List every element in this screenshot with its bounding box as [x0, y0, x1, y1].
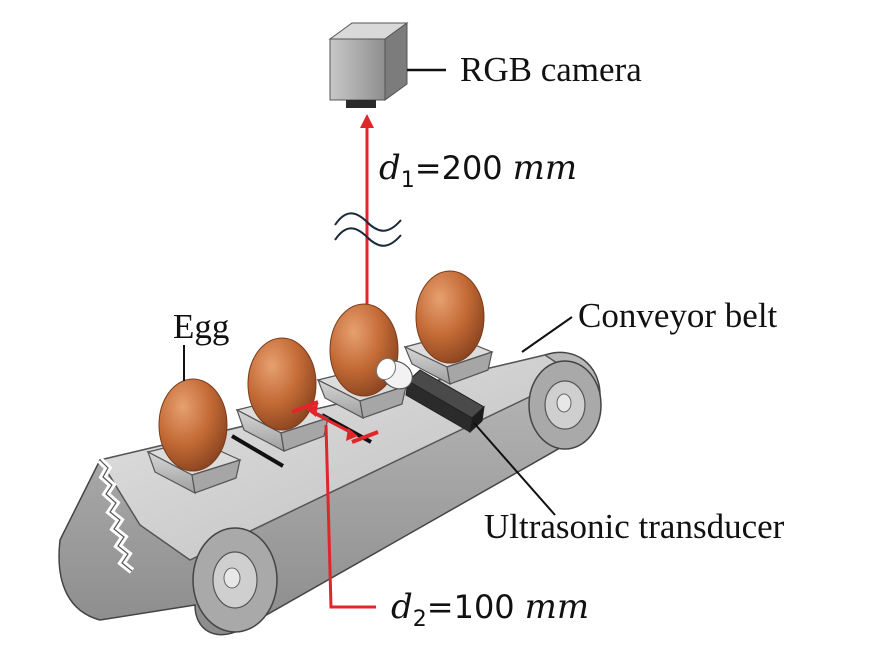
egg-1 — [158, 378, 228, 472]
conveyor-leader-line — [521, 316, 573, 353]
conveyor-label: Conveyor belt — [578, 296, 778, 335]
camera — [328, 22, 446, 108]
transducer-leader-line — [473, 422, 556, 516]
egg-label: Egg — [173, 307, 229, 346]
break-symbol — [334, 212, 402, 247]
transducer-label: Ultrasonic transducer — [484, 507, 785, 546]
egg-2 — [247, 337, 317, 431]
belt-marker-1 — [230, 434, 285, 468]
egg-4 — [415, 270, 485, 364]
d2-dimension-arrow — [291, 400, 379, 609]
ultrasonic-transducer — [375, 357, 485, 434]
camera-label: RGB camera — [460, 50, 642, 89]
